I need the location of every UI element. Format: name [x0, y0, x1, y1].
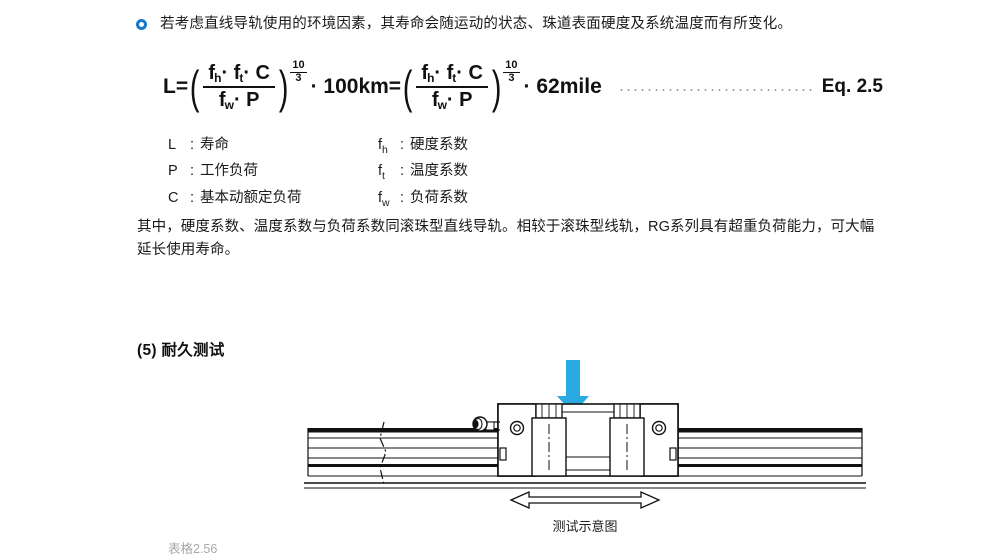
- rail-break-symbol: [379, 421, 387, 485]
- equation-2-5: L= ( fh· ft· C fw· P ) 10 3 · 100km= ( f…: [163, 56, 883, 118]
- close-paren-1: ): [278, 60, 289, 113]
- legend-colon-fw: :: [400, 189, 405, 206]
- equation-expression: L= ( fh· ft· C fw· P ) 10 3 · 100km= ( f…: [163, 58, 602, 113]
- den-f-2: f: [431, 89, 439, 111]
- durability-test-figure: 测试示意图: [300, 352, 870, 537]
- legend-item-P: P : 工作负荷: [168, 162, 378, 186]
- legend-colon-C: :: [190, 189, 195, 206]
- exponent-1-denominator: 3: [295, 71, 302, 84]
- exponent-1-numerator: 10: [290, 58, 307, 73]
- open-paren-1: (: [190, 60, 200, 113]
- linear-guide-drawing: [304, 360, 866, 510]
- equation-number-label: Eq. 2.5: [821, 76, 883, 97]
- equation-dot-leader: [617, 89, 812, 91]
- legend-symbol-C: C: [168, 189, 179, 206]
- legend-colon-L: :: [190, 137, 195, 153]
- mounting-post-right: [609, 403, 645, 477]
- load-direction-arrow: [557, 360, 589, 414]
- exponent-2-numerator: 10: [503, 58, 520, 73]
- legend-symbol-P: P: [168, 163, 178, 180]
- legend-definition-P: 工作负荷: [200, 163, 259, 180]
- legend-symbol-fw: fw: [378, 189, 400, 213]
- legend-colon-fh: :: [400, 137, 405, 153]
- symbol-legend: L : 寿命 fh : 硬度系数 P : 工作负荷 ft : 温度系数 C : …: [168, 136, 468, 213]
- legend-symbol-fh-base: f: [378, 137, 383, 153]
- den-sub-w-1: w: [224, 98, 234, 112]
- fraction-1-denominator: fw· P: [214, 88, 265, 112]
- num-end-2: · C: [456, 62, 483, 84]
- legend-symbol-ft: ft: [378, 162, 400, 186]
- exponent-2-denominator: 3: [508, 71, 515, 84]
- carriage-end-cap-left: [497, 403, 537, 477]
- fraction-1-numerator: fh· ft· C: [203, 62, 275, 88]
- fraction-2: fh· ft· C fw· P: [416, 62, 488, 112]
- legend-symbol-L: L: [168, 137, 177, 153]
- figure-caption: 测试示意图: [552, 519, 618, 534]
- close-paren-2: ): [491, 60, 502, 113]
- legend-item-fw: fw : 负荷系数: [378, 189, 468, 213]
- num-sub-h-2: h: [427, 71, 435, 85]
- base-support-line: [304, 482, 866, 489]
- fraction-2-denominator: fw· P: [427, 88, 478, 112]
- fraction-1: fh· ft· C fw· P: [203, 62, 275, 112]
- equation-lhs: L=: [163, 75, 189, 98]
- legend-definition-fw: 负荷系数: [410, 189, 469, 206]
- rail-left: [307, 428, 498, 477]
- legend-symbol-fw-sub: w: [382, 196, 390, 209]
- legend-item-C: C : 基本动额定负荷: [168, 189, 378, 213]
- exponent-2: 10 3: [503, 58, 520, 84]
- legend-symbol-ft-base: f: [378, 163, 383, 180]
- legend-symbol-ft-sub: t: [382, 170, 385, 183]
- legend-definition-L: 寿命: [200, 137, 230, 153]
- rail-right: [678, 428, 863, 477]
- den-end-1: · P: [233, 89, 260, 111]
- num-sub-t-2: t: [452, 71, 457, 85]
- legend-definition-C: 基本动额定负荷: [200, 189, 302, 206]
- num-mid-1: · f: [221, 62, 241, 84]
- footer-table-number: 表格2.56: [168, 542, 218, 556]
- num-sub-t-1: t: [239, 71, 244, 85]
- body-paragraph: 其中，硬度系数、温度系数与负荷系数同滚珠型直线导轨。相较于滚珠型线轨，RG系列具…: [137, 219, 875, 258]
- den-end-2: · P: [446, 89, 473, 111]
- travel-direction-arrow: [509, 490, 661, 510]
- legend-colon-P: :: [190, 163, 195, 180]
- den-sub-w-2: w: [437, 98, 447, 112]
- fraction-2-numerator: fh· ft· C: [416, 62, 488, 88]
- equation-first-unit: · 100km=: [310, 75, 402, 98]
- legend-definition-ft: 温度系数: [410, 163, 469, 180]
- legend-item-ft: ft : 温度系数: [378, 162, 468, 186]
- environment-note-text: 若考虑直线导轨使用的环境因素，其寿命会随运动的状态、珠道表面硬度及系统温度而有所…: [160, 16, 793, 32]
- legend-definition-fh: 硬度系数: [410, 137, 469, 153]
- grease-nipple-icon: [472, 416, 500, 432]
- environment-note: 若考虑直线导轨使用的环境因素，其寿命会随运动的状态、珠道表面硬度及系统温度而有所…: [136, 14, 896, 35]
- num-f-1: f: [208, 62, 216, 84]
- legend-colon-ft: :: [400, 163, 405, 180]
- legend-symbol-fh-sub: h: [382, 143, 388, 156]
- legend-item-L: L : 寿命: [168, 136, 378, 160]
- equation-second-unit: · 62mile: [523, 75, 602, 98]
- num-end-1: · C: [243, 62, 270, 84]
- exponent-1: 10 3: [290, 58, 307, 84]
- num-sub-h-1: h: [214, 71, 222, 85]
- den-f-1: f: [218, 89, 226, 111]
- legend-symbol-fh: fh: [378, 136, 400, 160]
- section-heading-durability-test: (5) 耐久测试: [137, 342, 225, 359]
- num-mid-2: · f: [434, 62, 454, 84]
- mounting-post-left: [531, 403, 567, 477]
- ring-bullet-icon: [136, 19, 147, 30]
- legend-symbol-fw-base: f: [378, 189, 383, 206]
- num-f-2: f: [421, 62, 429, 84]
- carriage-end-cap-right: [639, 403, 679, 477]
- legend-item-fh: fh : 硬度系数: [378, 136, 468, 160]
- open-paren-2: (: [402, 60, 413, 113]
